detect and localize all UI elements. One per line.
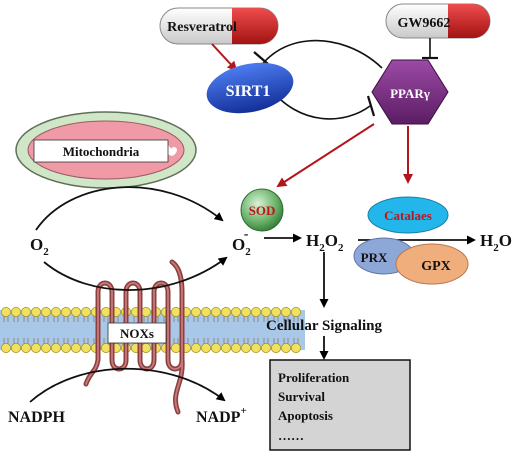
lipid-head	[271, 343, 281, 353]
catalase-label: Catalaes	[384, 208, 432, 223]
ppar-gamma-node: PPARγ	[371, 59, 449, 125]
outcome-proliferation: Proliferation	[278, 370, 350, 385]
sod-label: SOD	[249, 203, 276, 218]
lipid-head	[41, 343, 51, 353]
lipid-head	[71, 307, 81, 317]
cellular-signaling-label: Cellular Signaling	[266, 318, 383, 334]
mitochondria-organelle: Mitochondria	[15, 111, 197, 189]
lipid-head	[251, 307, 261, 317]
nadph-label: NADPH	[8, 409, 65, 426]
lipid-head	[251, 343, 261, 353]
lipid-head	[211, 343, 221, 353]
o2-label: O2	[30, 235, 49, 258]
sirt1-label: SIRT1	[226, 83, 271, 100]
lipid-head	[21, 343, 31, 353]
nadp-label: NADP+	[196, 405, 247, 426]
lipid-head	[21, 307, 31, 317]
lipid-head	[221, 343, 231, 353]
lipid-head	[241, 343, 251, 353]
lipid-head	[191, 343, 201, 353]
outcome-apoptosis: Apoptosis	[278, 408, 333, 423]
resveratrol-label: Resveratrol	[167, 20, 237, 35]
lipid-head	[291, 343, 301, 353]
nadph-to-nadp-arc	[29, 367, 226, 403]
lipid-head	[211, 307, 221, 317]
prx-label: PRX	[361, 250, 388, 265]
gw9662-label: GW9662	[398, 16, 451, 31]
gw9662-pill: GW9662	[385, 3, 491, 39]
outcomes-box: Proliferation Survival Apoptosis ……	[269, 359, 411, 451]
ppar-label: PPARγ	[390, 86, 430, 101]
outcome-survival: Survival	[278, 389, 325, 404]
outcome-ellipsis: ……	[278, 428, 304, 443]
lipid-head	[81, 307, 91, 317]
lipid-head	[261, 343, 271, 353]
sod-enzyme: SOD	[240, 188, 284, 232]
lipid-head	[1, 307, 11, 317]
resveratrol-pill: Resveratrol	[159, 7, 279, 45]
lipid-head	[31, 343, 41, 353]
lipid-head	[261, 307, 271, 317]
noxs-label: NOXs	[120, 326, 154, 341]
lipid-head	[81, 343, 91, 353]
h2o2-label: H2O2	[306, 231, 344, 254]
gpx-enzyme: GPX	[395, 243, 469, 285]
lipid-head	[191, 307, 201, 317]
lipid-head	[51, 343, 61, 353]
h2o-label: H2O	[480, 231, 512, 254]
lipid-head	[141, 343, 151, 353]
lipid-head	[291, 307, 301, 317]
sirt1-node: SIRT1	[206, 62, 294, 114]
lipid-head	[141, 307, 151, 317]
nox-protein: NOXs	[83, 259, 185, 415]
lipid-head	[171, 343, 181, 353]
lipid-head	[271, 307, 281, 317]
lipid-head	[101, 343, 111, 353]
lipid-head	[51, 307, 61, 317]
nox-o2-to-superoxide-arc	[43, 256, 228, 291]
lipid-head	[11, 343, 21, 353]
superoxide-label: O2-	[232, 227, 251, 258]
ppar-to-sod-arrow	[276, 123, 375, 188]
lipid-head	[231, 343, 241, 353]
lipid-head	[281, 343, 291, 353]
lipid-head	[1, 343, 11, 353]
lipid-head	[61, 343, 71, 353]
lipid-head	[171, 307, 181, 317]
lipid-head	[101, 307, 111, 317]
lipid-head	[71, 343, 81, 353]
mitochondria-o2-to-superoxide-arc	[35, 186, 224, 231]
mitochondria-label: Mitochondria	[63, 144, 140, 159]
lipid-head	[281, 307, 291, 317]
lipid-head	[201, 343, 211, 353]
resveratrol-activation-arrow	[211, 43, 238, 72]
lipid-head	[31, 307, 41, 317]
lipid-head	[221, 307, 231, 317]
lipid-head	[41, 307, 51, 317]
lipid-head	[11, 307, 21, 317]
lipid-head	[241, 307, 251, 317]
gpx-label: GPX	[421, 259, 451, 274]
lipid-head	[61, 307, 71, 317]
catalase-enzyme: Catalaes	[367, 196, 449, 234]
lipid-head	[201, 307, 211, 317]
lipid-head	[231, 307, 241, 317]
